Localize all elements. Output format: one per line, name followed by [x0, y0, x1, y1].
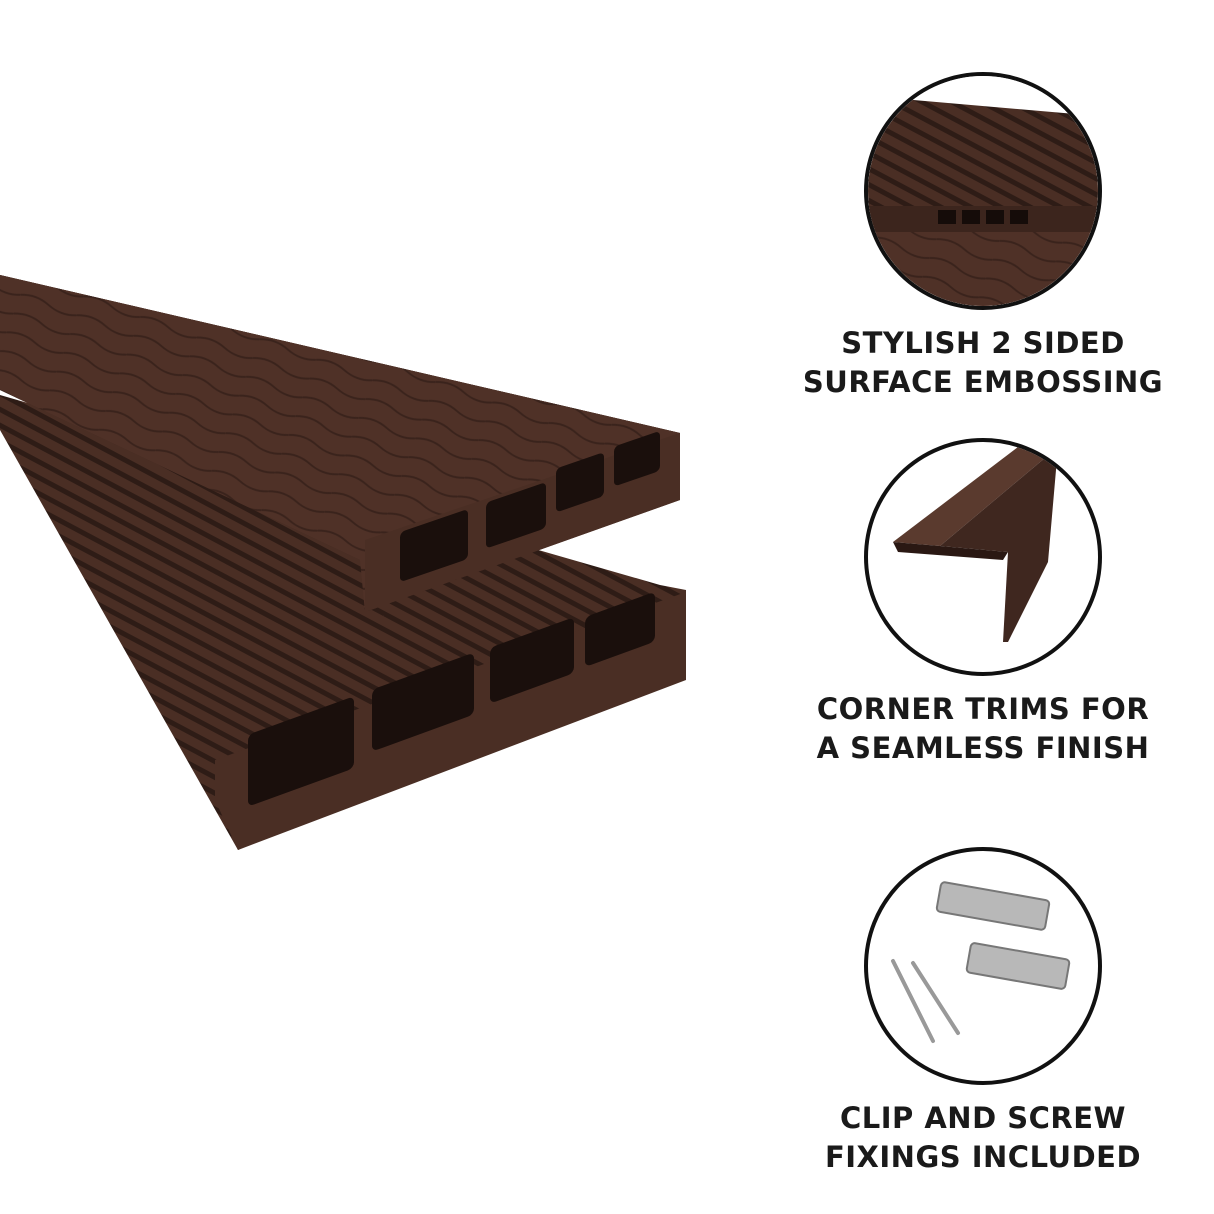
feature-line: CLIP AND SCREW: [839, 1101, 1127, 1135]
feature-line: STYLISH 2 SIDED: [841, 326, 1125, 360]
clips-screws-icon: [864, 847, 1102, 1085]
embossed-board-icon: [864, 72, 1102, 310]
feature-line: CORNER TRIMS FOR: [816, 692, 1150, 726]
decking-boards-image: [0, 275, 686, 850]
feature-line: SURFACE EMBOSSING: [802, 365, 1164, 399]
feature-line: FIXINGS INCLUDED: [824, 1140, 1142, 1174]
feature-corner-trims: CORNER TRIMS FOR A SEAMLESS FINISH: [783, 438, 1183, 768]
feature-line: A SEAMLESS FINISH: [816, 731, 1150, 765]
feature-clips-screws: CLIP AND SCREW FIXINGS INCLUDED: [783, 847, 1183, 1177]
corner-trim-icon: [864, 438, 1102, 676]
feature-embossing: STYLISH 2 SIDED SURFACE EMBOSSING: [783, 72, 1183, 402]
lower-board: [0, 395, 686, 850]
upper-board: [0, 275, 680, 612]
